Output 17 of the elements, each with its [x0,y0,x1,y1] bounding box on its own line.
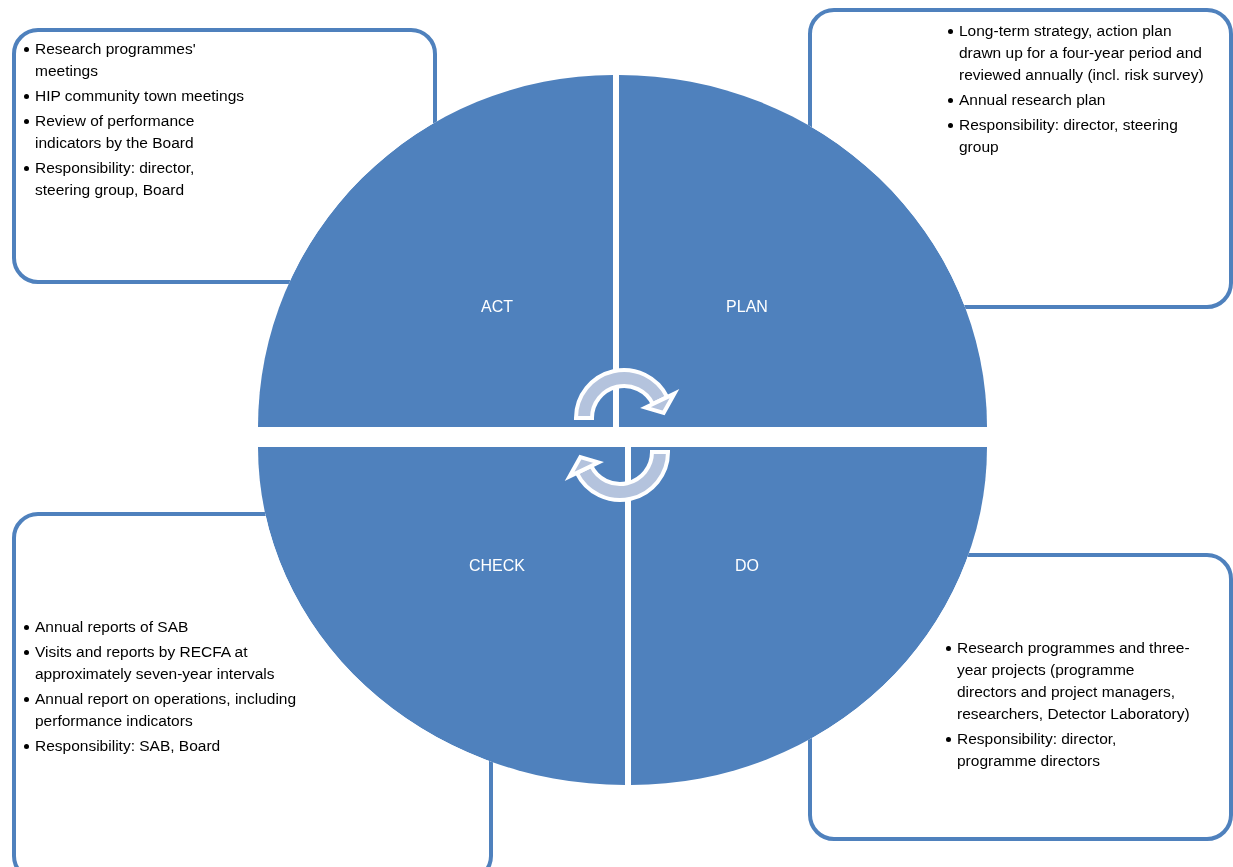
quadrant-label: ACT [481,298,513,316]
list-item-text: Responsibility: director, programme directors [957,729,1118,771]
list-item-text: Research programmes' meetings [35,39,197,81]
list-item-text: Annual reports of SAB [35,617,189,637]
list-item-text: Research programmes and three-year projects (programme directors and project managers, researchers, Detector Laboratory) [957,638,1191,724]
list-item-text: Responsibility: SAB, Board [35,736,221,756]
quadrant-label: DO [735,557,759,575]
list-item-text: Responsibility: director, steering group [959,115,1179,157]
list-item-text: HIP community town meetings [35,86,245,106]
quadrant-label: PLAN [726,298,768,316]
list-item-text: Annual report on operations, including performance indicators [35,689,298,731]
list-item-text: Annual research plan [959,90,1106,110]
list-item-text: Review of performance indicators by the Board [35,111,196,153]
list-item-text: Visits and reports by RECFA at approximately seven-year intervals [35,642,276,684]
list-item-text: Long-term strategy, action plan drawn up for a four-year period and reviewed annually (incl. risk survey) [959,21,1205,85]
list-item-text: Responsibility: director, steering group, Board [35,158,196,200]
quadrant-label: CHECK [469,557,525,575]
